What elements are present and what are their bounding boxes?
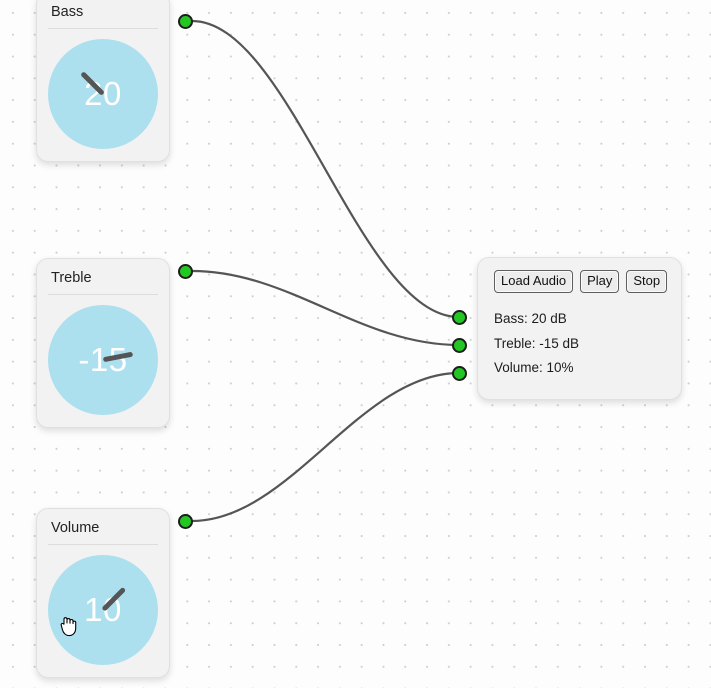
readout-bass: Bass: 20 dB — [494, 311, 567, 326]
load-audio-button[interactable]: Load Audio — [494, 270, 574, 293]
port-bass-out[interactable] — [178, 14, 193, 29]
knob-volume[interactable]: 10 — [48, 555, 158, 665]
wire-bass-to-panel — [190, 19, 461, 319]
knob-bass[interactable]: 20 — [48, 39, 158, 149]
node-treble[interactable]: Treble -15 — [36, 258, 170, 428]
node-volume[interactable]: Volume 10 — [36, 508, 170, 678]
port-bass-in[interactable] — [452, 310, 467, 325]
panel-button-row: Load Audio Play Stop — [494, 270, 668, 293]
node-volume-title: Volume — [48, 519, 158, 545]
node-bass-title: Bass — [48, 3, 158, 29]
node-bass[interactable]: Bass 20 — [36, 0, 170, 162]
stop-button[interactable]: Stop — [626, 270, 668, 293]
readout-volume: Volume: 10% — [494, 360, 574, 375]
port-treble-out[interactable] — [178, 264, 193, 279]
play-button[interactable]: Play — [580, 270, 620, 293]
wire-volume-to-panel — [190, 371, 461, 523]
wire-treble-to-panel — [190, 269, 461, 347]
port-volume-out[interactable] — [178, 514, 193, 529]
port-volume-in[interactable] — [452, 366, 467, 381]
readout-treble: Treble: -15 dB — [494, 335, 580, 351]
node-treble-title: Treble — [48, 269, 158, 295]
port-treble-in[interactable] — [452, 338, 467, 353]
knob-treble[interactable]: -15 — [48, 305, 158, 415]
audio-output-panel[interactable]: Load Audio Play Stop Bass: 20 dB Treble:… — [477, 257, 682, 400]
